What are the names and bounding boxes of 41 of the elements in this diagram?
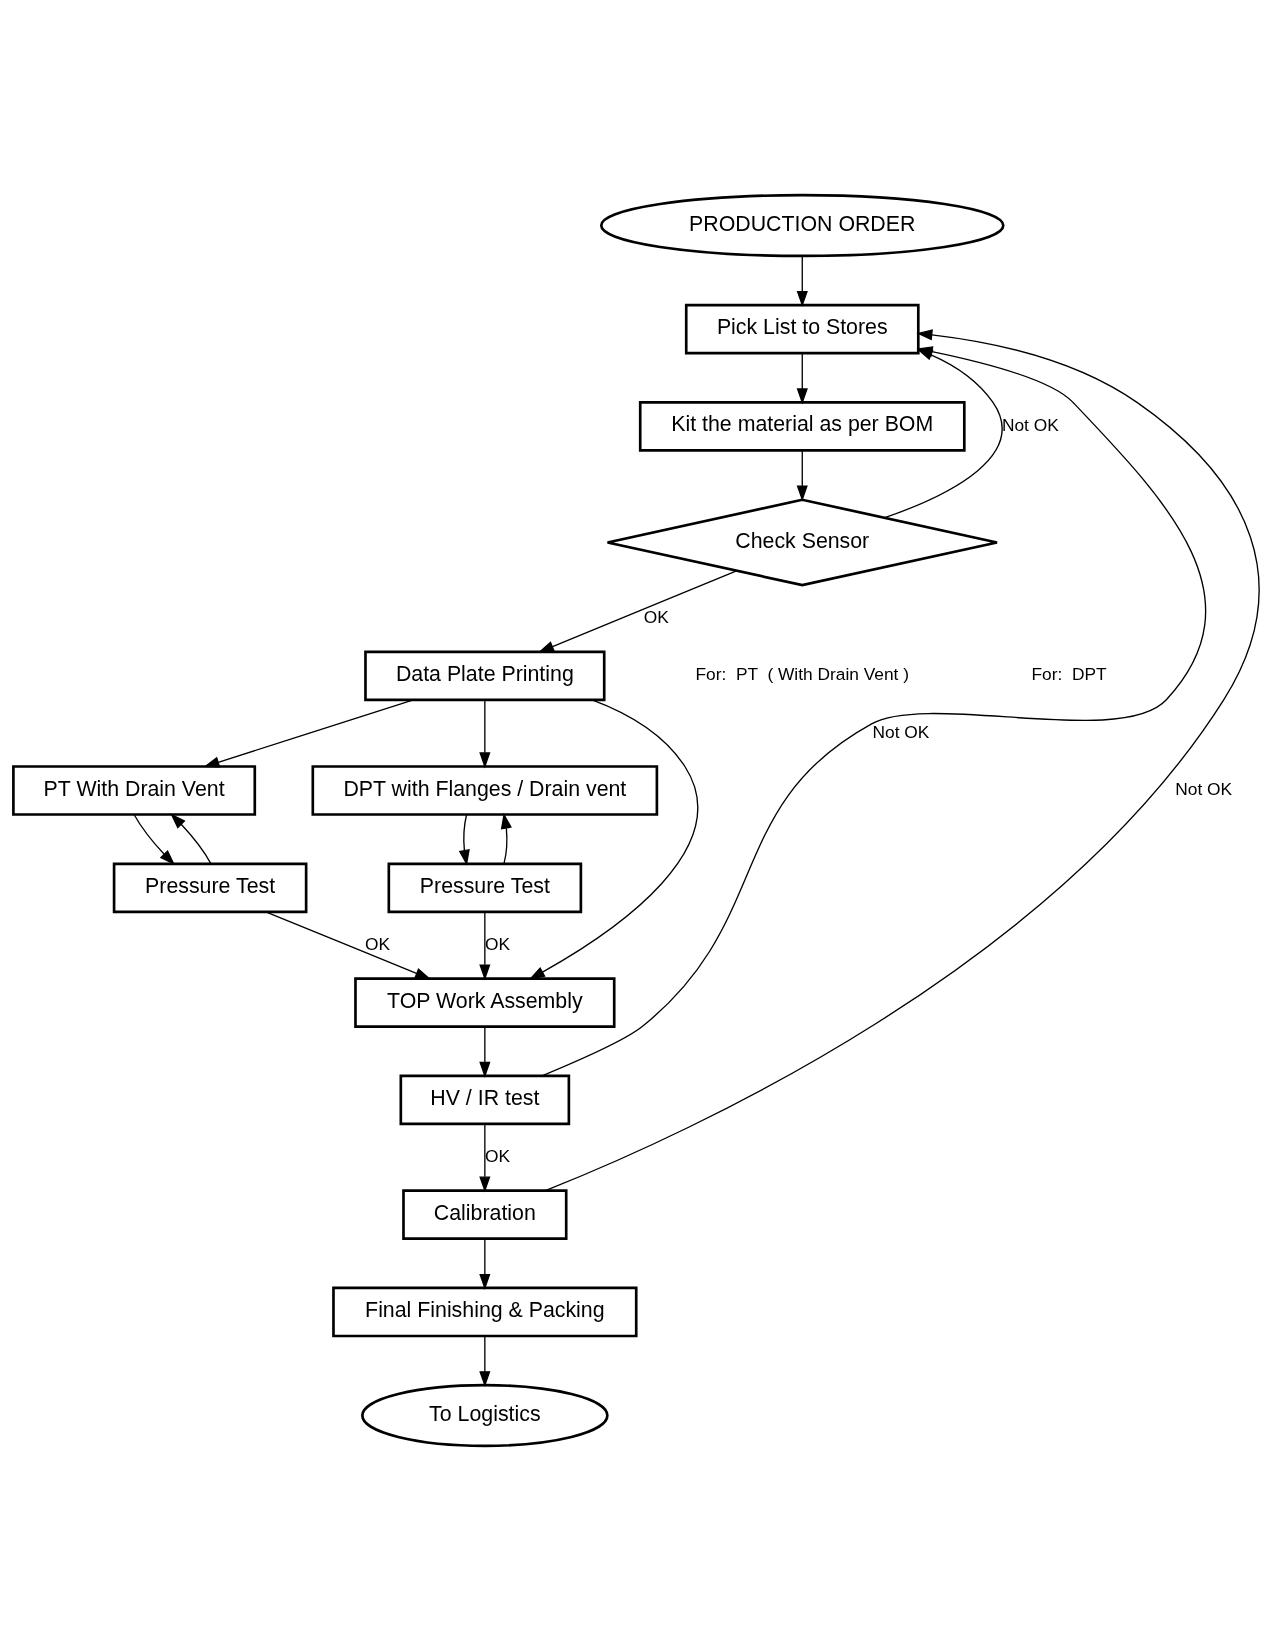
edge-label: Not OK (1001, 414, 1059, 435)
edge-label: OK (484, 933, 511, 954)
arrow (265, 910, 431, 979)
label: For: PT ( With Drain Vent ) (695, 663, 909, 684)
node-box: Pressure Test (112, 862, 308, 913)
arrow (538, 569, 738, 653)
label: For: DPT (1031, 663, 1107, 684)
arrow (203, 698, 415, 767)
arrow (458, 813, 470, 866)
arrow (479, 1335, 491, 1387)
edge-label: Not OK (872, 721, 930, 742)
node-box: TOP Work Assembly (354, 976, 616, 1028)
node-box: Calibration (402, 1188, 568, 1240)
edge-label: OK (364, 933, 391, 954)
node-box: PT With Drain Vent (12, 764, 257, 816)
arrow (796, 352, 808, 404)
node-box: DPT with Flanges / Drain vent (311, 764, 659, 816)
arrow (796, 449, 808, 501)
node-box: Final Finishing & Packing (332, 1286, 638, 1337)
edge-label: OK (484, 1145, 511, 1166)
edge-label: OK (643, 606, 669, 627)
arrow (479, 699, 491, 768)
arrow (479, 1237, 491, 1290)
arrow (479, 911, 491, 980)
node-box: Data Plate Printing (364, 649, 606, 701)
node-diamond: Check Sensor (606, 497, 999, 586)
node-box: Pressure Test (387, 862, 583, 913)
arrow (479, 1025, 491, 1078)
node-box: Pick List to Stores (684, 303, 920, 354)
arrow (500, 812, 512, 864)
arrow (479, 1123, 491, 1192)
edge-label: Not OK (1175, 778, 1233, 799)
node-box: HV / IR test (399, 1074, 571, 1125)
arrow (170, 812, 212, 864)
arrow (528, 698, 699, 979)
arrow (133, 813, 176, 865)
arrow (796, 254, 808, 307)
node-ellipse: PRODUCTION ORDER (599, 193, 1005, 257)
node-box: Kit the material as per BOM (638, 400, 966, 452)
arrow (545, 328, 1260, 1191)
node-ellipse: To Logistics (361, 1383, 609, 1447)
